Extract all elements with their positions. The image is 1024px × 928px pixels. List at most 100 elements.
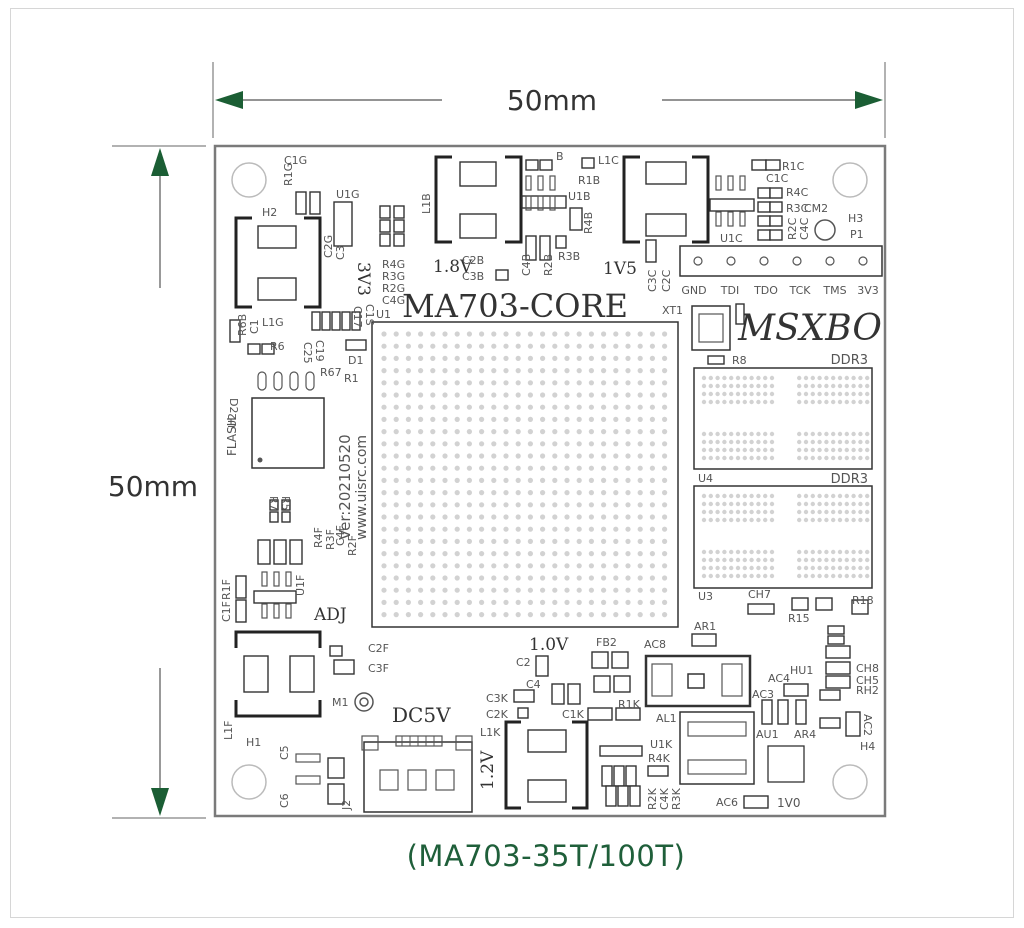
- designator-label: FB2: [596, 636, 617, 649]
- designator-label: R7: [267, 496, 280, 511]
- designator-label: C4K: [658, 787, 671, 810]
- passive-component: [539, 235, 551, 261]
- mounting-holes: [231, 162, 868, 800]
- chip-hu1: [767, 745, 805, 783]
- passive-component: [281, 511, 291, 523]
- regulator-u1k: [644, 654, 752, 708]
- passive-component: [611, 651, 629, 669]
- ddr3-chip-u3: [693, 485, 873, 589]
- passive-component: [615, 707, 641, 721]
- passive-component: [281, 499, 291, 511]
- passive-component: [819, 689, 841, 701]
- passive-component: [757, 229, 771, 241]
- passive-component: [321, 311, 331, 331]
- brand-logo: MSXBO: [737, 308, 882, 349]
- inductor-al1: [679, 711, 755, 785]
- voltage-1v2: 1.2V: [478, 750, 498, 790]
- passive-component: [845, 711, 861, 737]
- ddr3-ball-grid-bottom: [701, 493, 870, 579]
- designator-label: C19: [313, 340, 326, 362]
- voltage-1v0-label: 1V0: [777, 796, 800, 810]
- designator-label: C3K: [486, 692, 509, 705]
- board-title: MA703-CORE: [402, 287, 628, 325]
- sot-pin: [739, 175, 746, 191]
- designator-label: CM2: [804, 202, 828, 215]
- inductor-l1b: [434, 155, 523, 244]
- designator-label: CH5: [856, 674, 879, 687]
- height-label: 50mm: [108, 470, 198, 503]
- designator-label: H1: [246, 736, 261, 749]
- passive-component: [819, 717, 841, 729]
- passive-component: [393, 233, 405, 247]
- passive-component: [309, 191, 321, 215]
- sot-pin: [537, 195, 544, 211]
- designator-label: R2G: [382, 282, 405, 295]
- dc-power-connector-j1: [361, 735, 473, 813]
- designator-label: C2: [516, 656, 531, 669]
- flash-support-parts: [257, 371, 315, 391]
- designator-label: R4K: [648, 752, 671, 765]
- passive-component: [229, 319, 241, 343]
- voltage-1v0: 1.0V: [529, 635, 569, 655]
- designator-label: AC3: [752, 688, 774, 701]
- designator-label: B: [556, 150, 564, 163]
- passive-component: [269, 499, 279, 511]
- passive-component: [605, 785, 617, 807]
- passive-component: [735, 303, 745, 325]
- flash-chip-u2: [251, 397, 325, 469]
- passive-component: [555, 235, 567, 249]
- inductor-l1f: [234, 630, 322, 718]
- passive-component: [345, 339, 367, 351]
- designator-label: H4: [860, 740, 875, 753]
- designator-label: U1G: [336, 188, 360, 201]
- passive-component: [235, 599, 247, 623]
- passive-component: [261, 343, 275, 355]
- passive-component: [617, 785, 629, 807]
- passive-component: [539, 159, 553, 171]
- designator-label: C4G: [382, 294, 405, 307]
- sot-pin: [525, 195, 532, 211]
- designator-label: C6: [278, 793, 291, 808]
- designator-label: U2: [226, 413, 239, 428]
- designator-label: AR1: [694, 620, 716, 633]
- designator-label: CH7: [748, 588, 771, 601]
- passive-component: [525, 159, 539, 171]
- designator-label: C4B: [520, 254, 533, 276]
- passive-component: [295, 191, 307, 215]
- designator-label: C1F: [220, 601, 233, 622]
- fpga-ball-grid: [381, 331, 668, 618]
- passive-component: [517, 707, 529, 719]
- passive-component: [601, 765, 613, 787]
- designator-label: U1C: [720, 232, 743, 245]
- sot-pin: [727, 175, 734, 191]
- jtag-pin-3v3: 3V3: [857, 284, 879, 297]
- passive-component: [629, 785, 641, 807]
- designator-label: RH2: [856, 684, 879, 697]
- passive-component: [513, 689, 535, 703]
- fpga-chip-u1: [371, 321, 679, 628]
- passive-component: [593, 675, 611, 693]
- designator-label: C17: [351, 306, 364, 328]
- height-dimension: 50mm: [108, 145, 206, 819]
- passive-component: [379, 233, 391, 247]
- capacitor-pad: [327, 783, 345, 805]
- designator-label: C2G: [322, 235, 335, 258]
- capacitor-pad: [327, 757, 345, 779]
- designator-label: R1G: [282, 163, 295, 186]
- passive-component: [379, 205, 391, 219]
- jtag-pin-gnd: GND: [681, 284, 706, 297]
- jtag-pin-tdi: TDI: [720, 284, 739, 297]
- passive-component: [769, 201, 783, 213]
- passive-component: [757, 201, 771, 213]
- designator-label: AC2: [861, 714, 874, 736]
- designator-label: R3G: [382, 270, 405, 283]
- crystal-xt1: [691, 305, 731, 351]
- designator-label: C2C: [660, 269, 673, 292]
- passive-component: [769, 215, 783, 227]
- designator-label: R4F: [312, 527, 325, 548]
- sot-pin: [715, 175, 722, 191]
- passive-component: [273, 539, 287, 565]
- voltage-1v8: 1.8V: [433, 257, 473, 277]
